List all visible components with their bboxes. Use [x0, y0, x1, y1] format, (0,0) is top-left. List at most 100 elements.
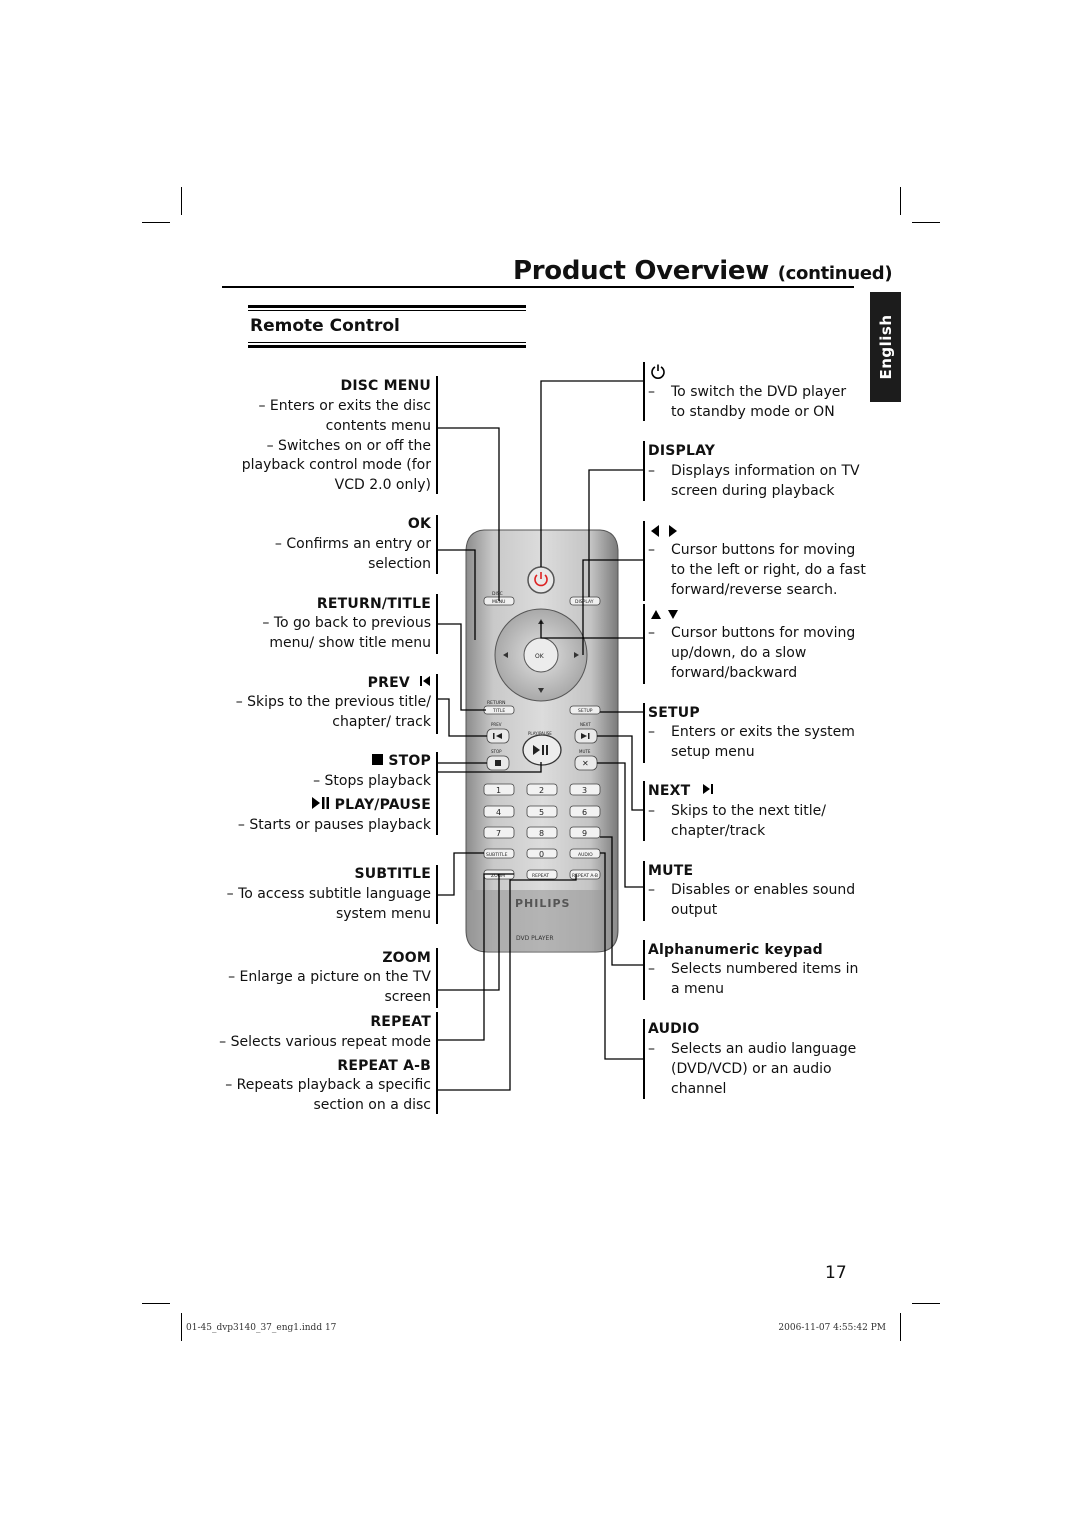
bracket-bar — [643, 781, 645, 841]
bracket-bar — [643, 521, 645, 601]
remote-setup-text: SETUP — [578, 708, 593, 714]
subtitle-desc: – To access subtitle language system men… — [226, 886, 431, 922]
remote-next-text: NEXT — [580, 722, 591, 727]
key-6 — [569, 805, 601, 818]
remote-repeatab-text: REPEAT A-B — [572, 873, 598, 879]
alphanumeric-label: Alphanumeric keypad — [648, 942, 823, 958]
page-title: Product Overview (continued) — [513, 256, 893, 286]
key-5-label: 5 — [539, 808, 544, 817]
bracket-bar — [436, 376, 438, 494]
key-1-label: 1 — [496, 786, 501, 795]
audio-label: AUDIO — [648, 1021, 700, 1037]
key-1 — [483, 783, 515, 796]
bracket-bar — [643, 604, 645, 684]
dvd-player-label: DVD PLAYER — [516, 935, 554, 942]
next-icon — [702, 783, 714, 799]
remote-return-text: RETURN — [487, 700, 506, 706]
next-label-row: NEXT — [648, 783, 714, 799]
title-rule — [222, 286, 854, 288]
remote-mute-text: MUTE — [579, 749, 591, 754]
next-desc: –Skips to the next title/ chapter/track — [648, 803, 826, 839]
left-right-desc: –Cursor buttons for moving to the left o… — [648, 542, 866, 598]
power-button-icon — [534, 574, 548, 587]
up-down-desc: –Cursor buttons for moving up/down, do a… — [648, 625, 856, 681]
remote-ok-text: OK — [535, 653, 545, 660]
key-8 — [526, 826, 558, 839]
up-down-arrows-icon — [650, 606, 680, 625]
mute-desc: –Disables or enables sound output — [648, 882, 856, 918]
nav-down-arrow — [538, 688, 544, 693]
bracket-bar — [643, 1019, 645, 1099]
section-rule-top — [248, 305, 526, 308]
power-desc: –To switch the DVD player to standby mod… — [648, 384, 847, 420]
remote-stop-text: STOP — [491, 749, 502, 754]
crop-mark — [912, 222, 940, 223]
bracket-bar — [643, 940, 645, 1000]
philips-logo: PHILIPS — [515, 897, 570, 910]
crop-mark — [900, 1313, 901, 1341]
footer-file: 01-45_dvp3140_37_eng1.indd 17 — [186, 1323, 337, 1333]
key-6-label: 6 — [582, 808, 587, 817]
key-0 — [526, 848, 558, 859]
key-4 — [483, 805, 515, 818]
key-4-label: 4 — [496, 808, 501, 817]
remote-prev-text: PREV — [491, 722, 502, 727]
remote-disc-text: DISC — [492, 591, 503, 597]
bracket-bar — [436, 948, 438, 1008]
display-button — [569, 596, 601, 606]
disc-menu-label: DISC MENU — [340, 378, 431, 394]
subtitle-label: SUBTITLE — [354, 866, 431, 882]
display-label: DISPLAY — [648, 443, 716, 459]
bracket-bar — [436, 1012, 438, 1114]
mute-label: MUTE — [648, 863, 694, 879]
disc-menu-desc: – Enters or exits the disc contents menu… — [241, 398, 431, 494]
footer-date: 2006-11-07 4:55:42 PM — [778, 1323, 886, 1333]
page-title-text: Product Overview — [513, 256, 769, 286]
crop-mark — [142, 1303, 170, 1304]
section-rule-bottom — [248, 345, 526, 348]
key-0-label: 0 — [539, 850, 544, 859]
language-tab: English — [870, 292, 901, 402]
key-7-label: 7 — [496, 829, 501, 838]
key-7 — [483, 826, 515, 839]
bracket-bar — [436, 752, 438, 835]
repeat-desc: – Selects various repeat mode — [219, 1034, 431, 1050]
crop-mark — [900, 187, 901, 215]
nav-right-arrow — [574, 652, 579, 658]
crop-mark — [181, 1313, 182, 1341]
display-desc: –Displays information on TV screen durin… — [648, 463, 860, 499]
repeat-ab-button — [569, 869, 601, 880]
prev-icon — [415, 675, 431, 691]
crop-mark — [181, 187, 182, 215]
repeat-label: REPEAT — [370, 1014, 431, 1030]
bracket-bar — [436, 674, 438, 734]
play-pause-desc: – Starts or pauses playback — [237, 817, 431, 833]
stop-label-row: STOP — [368, 753, 431, 769]
ok-label: OK — [407, 516, 431, 532]
power-button — [527, 566, 555, 594]
svg-text:✕: ✕ — [582, 759, 589, 768]
stop-icon — [368, 753, 384, 769]
section-title: Remote Control — [250, 316, 400, 336]
bracket-bar — [643, 441, 645, 501]
section-rule-top-thin — [248, 310, 526, 311]
return-title-desc: – To go back to previous menu/ show titl… — [262, 615, 431, 651]
crop-mark — [142, 222, 170, 223]
setup-desc: –Enters or exits the system setup menu — [648, 724, 855, 760]
remote-playpause-text: PLAY/PAUSE — [528, 731, 552, 736]
bracket-bar — [643, 861, 645, 921]
page-title-suffix: (continued) — [777, 263, 893, 284]
zoom-desc: – Enlarge a picture on the TV screen — [228, 969, 431, 1005]
nav-left-arrow — [503, 652, 508, 658]
stop-desc: – Stops playback — [313, 773, 431, 789]
section-rule-bottom-thin — [248, 342, 526, 343]
bracket-bar — [643, 703, 645, 763]
play-pause-label: PLAY/PAUSE — [334, 797, 431, 813]
stop-label: STOP — [388, 753, 431, 769]
play-pause-label-row: PLAY/PAUSE — [308, 797, 431, 813]
key-3-label: 3 — [582, 786, 587, 795]
audio-desc: –Selects an audio language (DVD/VCD) or … — [648, 1041, 857, 1097]
key-2-label: 2 — [539, 786, 544, 795]
setup-label: SETUP — [648, 705, 700, 721]
